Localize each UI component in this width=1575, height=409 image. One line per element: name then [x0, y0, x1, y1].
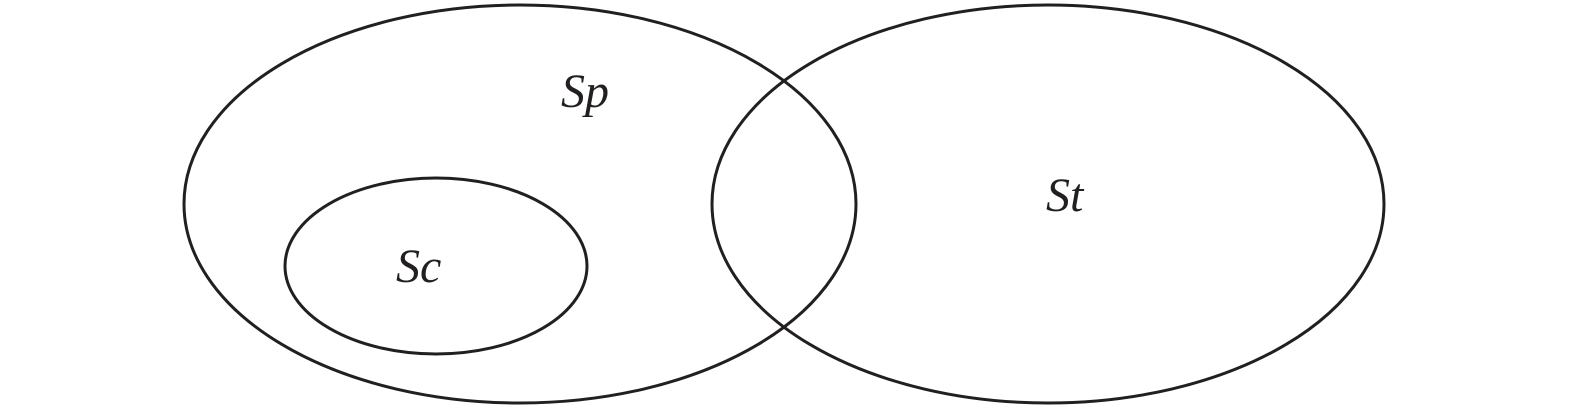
set-sp-label: Sp — [561, 65, 609, 118]
set-sc-ellipse — [283, 176, 589, 356]
set-st-label: St — [1046, 169, 1085, 222]
set-sp-ellipse — [182, 3, 858, 405]
set-sc-label: Sc — [396, 240, 441, 293]
set-st-ellipse — [710, 3, 1386, 405]
